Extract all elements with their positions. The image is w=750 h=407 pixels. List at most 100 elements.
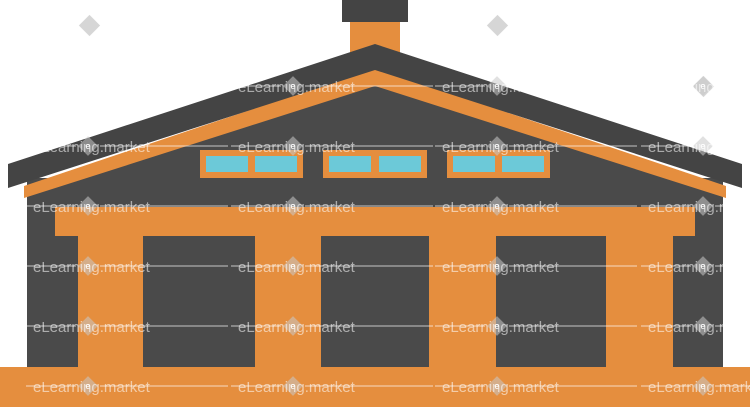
watermark-badge-icon — [693, 376, 713, 396]
watermark-badge-letter: e — [290, 201, 295, 211]
watermark-badge-icon — [487, 196, 507, 216]
watermark-badge-letter: e — [700, 381, 705, 391]
window-pane — [329, 156, 371, 172]
watermark-badge-letter: e — [290, 261, 295, 271]
watermark-text: eLearning.market — [238, 319, 356, 336]
watermark-badge-letter: e — [700, 321, 705, 331]
column — [606, 232, 673, 372]
watermark-badge-letter: e — [700, 261, 705, 271]
watermark-text: eLearning.market — [442, 319, 560, 336]
watermark-text: eLearning.market — [238, 139, 356, 156]
chimney-cap — [342, 0, 408, 22]
watermark-badge-letter: e — [494, 201, 499, 211]
watermark-badge-letter: e — [85, 141, 90, 151]
watermark-badge-icon — [78, 376, 98, 396]
watermark-text: eLearning.market — [648, 139, 750, 156]
watermark-text: eLearning.market — [442, 139, 560, 156]
roof — [8, 44, 742, 188]
watermark-badge-letter: e — [494, 261, 499, 271]
watermark-badge-letter: e — [700, 141, 705, 151]
watermark-badge-icon — [283, 316, 303, 336]
window-left — [200, 150, 303, 178]
watermark-badge-letter: e — [494, 321, 499, 331]
watermark-badge-letter: e — [700, 81, 705, 91]
watermark-text: eLearning.market — [33, 379, 151, 396]
watermark-text: eLearning.market — [442, 259, 560, 276]
watermark-badge-letter: e — [290, 381, 295, 391]
header-beam — [55, 207, 695, 236]
watermark-text: eLearning.market — [442, 379, 560, 396]
columns — [78, 232, 673, 372]
column — [78, 232, 143, 372]
diamond-icon — [78, 14, 101, 37]
watermark-text: eLearning.market — [33, 199, 151, 216]
window-pane — [502, 156, 544, 172]
watermark-badge-icon — [78, 136, 98, 156]
garage-door — [496, 236, 606, 368]
watermark-text: eLearning.market — [238, 199, 356, 216]
watermark-badge-letter: e — [85, 201, 90, 211]
watermark-badge-letter: e — [85, 261, 90, 271]
watermark-text: eLearning.market — [33, 259, 151, 276]
watermark-badge-icon — [78, 196, 98, 216]
column — [429, 232, 496, 372]
watermark-badge-icon — [283, 76, 303, 96]
watermark-text: eLearning.market — [442, 79, 560, 96]
watermark-badge-icon — [487, 256, 507, 276]
diamond-icon — [486, 14, 509, 37]
watermark-text: eLearning.market — [238, 259, 356, 276]
garage-doors — [143, 236, 606, 368]
watermark-text: eLearning.market — [648, 379, 750, 396]
watermark-badge-icon — [487, 76, 507, 96]
watermark-text: eLearning.market — [648, 319, 750, 336]
chimney — [342, 0, 408, 54]
watermark-text: eLearning.market — [33, 139, 151, 156]
watermark-badge-letter: e — [290, 141, 295, 151]
foundation — [0, 367, 750, 407]
watermark-badge-icon — [693, 316, 713, 336]
watermark-text: eLearning.market — [442, 199, 560, 216]
watermark-badge-icon — [487, 376, 507, 396]
garage-door — [321, 236, 429, 368]
window-pane — [453, 156, 495, 172]
watermark-text: eLearning.market — [648, 259, 750, 276]
watermark-badge-icon — [487, 316, 507, 336]
window-pane — [379, 156, 421, 172]
watermark-badge-icon — [693, 256, 713, 276]
watermark-badge-letter: e — [290, 321, 295, 331]
watermark-text: eLearning.market — [238, 79, 356, 96]
garage-door — [143, 236, 255, 368]
watermark-badge-letter: e — [290, 81, 295, 91]
window-right — [447, 150, 550, 178]
watermark-badge-letter: e — [494, 381, 499, 391]
column — [255, 232, 321, 372]
watermark-badge-icon — [283, 376, 303, 396]
watermark-badge-icon — [283, 196, 303, 216]
watermark-badge-icon — [283, 136, 303, 156]
